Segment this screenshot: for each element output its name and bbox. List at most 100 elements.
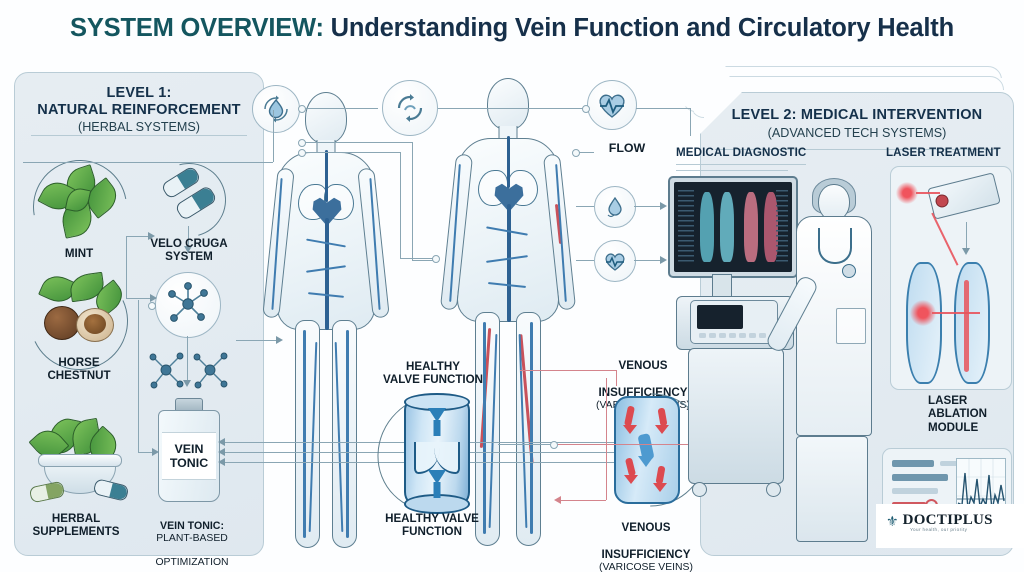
- herbal-supplements-label: HERBAL SUPPLEMENTS: [32, 512, 120, 539]
- connector-drop-arrow: [660, 202, 667, 210]
- figure1-head: [305, 92, 347, 144]
- laser-down-arrow: [962, 248, 970, 255]
- body-figure-healthy: [262, 92, 390, 554]
- figure1-vein-neck: [325, 150, 328, 202]
- page-title-main: Understanding Vein Function and Circulat…: [323, 14, 955, 42]
- connector-tonic-to-body: [236, 340, 280, 342]
- venous-bottom-line3: (VARICOSE VEINS): [599, 561, 693, 573]
- laser-treatment-label: LASER TREATMENT: [886, 146, 1001, 159]
- vein-scan-leg-3: [744, 192, 758, 262]
- reflux-arrow-2-head: [655, 425, 669, 434]
- reflux-arrow-3-head: [624, 475, 638, 484]
- level2-heading: LEVEL 2: MEDICAL INTERVENTION (ADVANCED …: [701, 107, 1013, 140]
- figure2-vein-trunk: [507, 204, 511, 322]
- diagnostic-rule-1: [676, 164, 806, 166]
- connector-top-2: [438, 108, 584, 110]
- readout-bar-2: [940, 461, 958, 466]
- laser-burst-icon: [896, 182, 918, 204]
- figure2-neck: [498, 126, 518, 140]
- connector-molecule-bottle: [187, 336, 189, 382]
- bottle-label-text: VEIN TONIC: [162, 432, 216, 480]
- molecule-svg: [168, 282, 208, 322]
- connector-flow-tap: [574, 152, 594, 154]
- connector-node: [148, 302, 156, 310]
- valve-flow-stem-upper: [433, 420, 441, 436]
- return-rail-1-arrow: [218, 438, 225, 446]
- reflux-arrow-1-head: [623, 425, 637, 434]
- monitor-side-readout-2: [776, 190, 788, 264]
- connector-top-1: [300, 108, 378, 110]
- laser-emitter-lens: [934, 193, 950, 209]
- level2-heading-sub: (ADVANCED TECH SYSTEMS): [767, 125, 947, 140]
- connector-tonic-arrow: [276, 336, 283, 344]
- monitor-stand: [712, 274, 732, 298]
- heartbeat-icon: [587, 80, 637, 130]
- vein-scan-leg-1: [700, 192, 714, 262]
- connector-mint-down: [126, 236, 128, 298]
- connector-pulse-in: [576, 260, 594, 262]
- venous-bottom-line2: INSUFFICIENCY: [601, 548, 691, 562]
- heart-pulse-icon: [594, 240, 636, 282]
- vein-tonic-caption-line1: VEIN TONIC:: [160, 520, 224, 533]
- level1-heading-sub: (HERBAL SYSTEMS): [78, 120, 200, 135]
- connector-mid-2-out: [400, 258, 434, 260]
- stethoscope-bell: [842, 264, 856, 278]
- connector-left-rail-out: [138, 452, 154, 454]
- page-title: SYSTEM OVERVIEW: Understanding Vein Func…: [0, 14, 1024, 43]
- connector-chestnut-arrow: [150, 294, 157, 302]
- connector-mid-1-node: [298, 139, 306, 147]
- medical-diagnostic-label: MEDICAL DIAGNOSTIC: [676, 146, 807, 159]
- connector-drop-in: [576, 206, 594, 208]
- capsule-connector: [188, 226, 190, 248]
- venous-bottom-label: VENOUS INSUFFICIENCY (VARICOSE VEINS): [578, 508, 714, 587]
- connector-molecule-bottle-arrow: [183, 380, 191, 387]
- connector-leg-to-label-down: [616, 370, 618, 386]
- figure1-vein-leg-left: [303, 330, 306, 538]
- connector-pulse-out: [634, 260, 662, 262]
- connector-icon-down-left: [273, 110, 275, 162]
- mint-leaf-icon: [37, 164, 124, 240]
- diagnostic-monitor: [668, 176, 798, 278]
- horse-chestnut-label: HORSE CHESTNUT: [47, 356, 111, 383]
- connector-top-3: [636, 108, 690, 110]
- ultrasound-display: [697, 305, 743, 329]
- vein-scan-leg-2: [720, 192, 734, 262]
- laser-down-connector: [966, 222, 968, 250]
- water-drop-icon: [594, 186, 636, 228]
- cart-caster-right: [766, 482, 781, 497]
- doctor-lower: [796, 436, 868, 542]
- connector-mid-1-out: [412, 260, 434, 262]
- level2-divider: [715, 149, 999, 151]
- vein-tonic-bottle: VEIN TONIC: [158, 398, 220, 502]
- flow-label: FLOW: [608, 141, 646, 155]
- laser-beam-to-result: [932, 312, 980, 315]
- connector-mid-1-down: [412, 142, 414, 260]
- healthy-valve-diagram: [403, 393, 471, 514]
- connector-leg-to-label: [520, 370, 616, 372]
- watermark: ⚜ DOCTIPLUS Your health, our priority: [886, 512, 993, 532]
- figure1-neck: [316, 140, 336, 154]
- page-title-accent: SYSTEM OVERVIEW:: [70, 14, 324, 42]
- level1-heading-line2: NATURAL REINFORCEMENT: [37, 101, 241, 118]
- return-rail-3-arrow: [218, 458, 225, 466]
- diagnostic-rule-2: [676, 170, 788, 172]
- valve-flow-stem-lower: [433, 482, 441, 498]
- level1-divider: [31, 135, 247, 137]
- infographic-canvas: SYSTEM OVERVIEW: Understanding Vein Func…: [0, 14, 1024, 573]
- vein-tonic-caption-line3: OPTIMIZATION: [155, 556, 229, 568]
- laser-beam-horizontal: [916, 192, 940, 195]
- body-figure-affected: [439, 78, 577, 554]
- laser-module-label: LASER ABLATION MODULE: [928, 394, 988, 434]
- ultrasound-cart: [688, 348, 784, 484]
- level1-heading: LEVEL 1: NATURAL REINFORCEMENT (HERBAL S…: [15, 85, 263, 134]
- capsule-icon: [160, 165, 220, 228]
- watermark-tagline: Your health, our priority: [910, 527, 968, 532]
- figure2-vein-leg-right: [530, 322, 533, 534]
- laser-result-vein: [954, 262, 990, 384]
- return-rail-2-arrow: [218, 448, 225, 456]
- level2-heading-line1: LEVEL 2: MEDICAL INTERVENTION: [731, 107, 983, 123]
- stethoscope: [818, 228, 852, 264]
- monitor-side-readout: [678, 190, 694, 264]
- level1-heading-line1: LEVEL 1:: [106, 85, 172, 101]
- figure2-vein-neck: [507, 136, 510, 188]
